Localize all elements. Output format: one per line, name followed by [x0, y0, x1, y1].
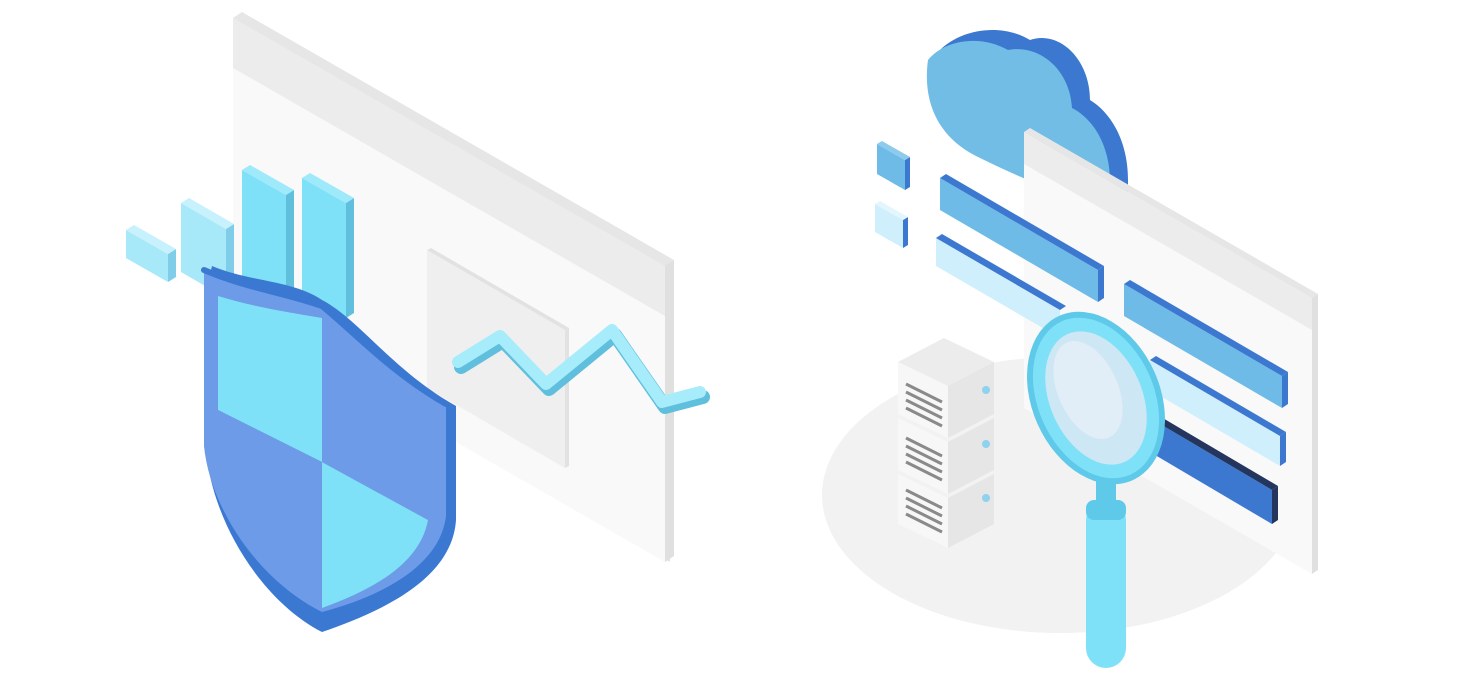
shield-icon: [201, 266, 456, 632]
server-unit-3: [898, 474, 994, 548]
bar-4: [302, 173, 354, 318]
list-bullets: [875, 141, 910, 248]
magnifier-icon: [1027, 311, 1165, 668]
trend-line: [452, 324, 710, 414]
server-stack-icon: [898, 338, 994, 548]
bar-3: [242, 165, 294, 310]
document-panel: [1024, 128, 1318, 574]
bar-1: [126, 225, 176, 282]
server-unit-2: [898, 418, 994, 494]
server-unit-1: [898, 362, 994, 438]
data-rows: [936, 174, 1288, 524]
